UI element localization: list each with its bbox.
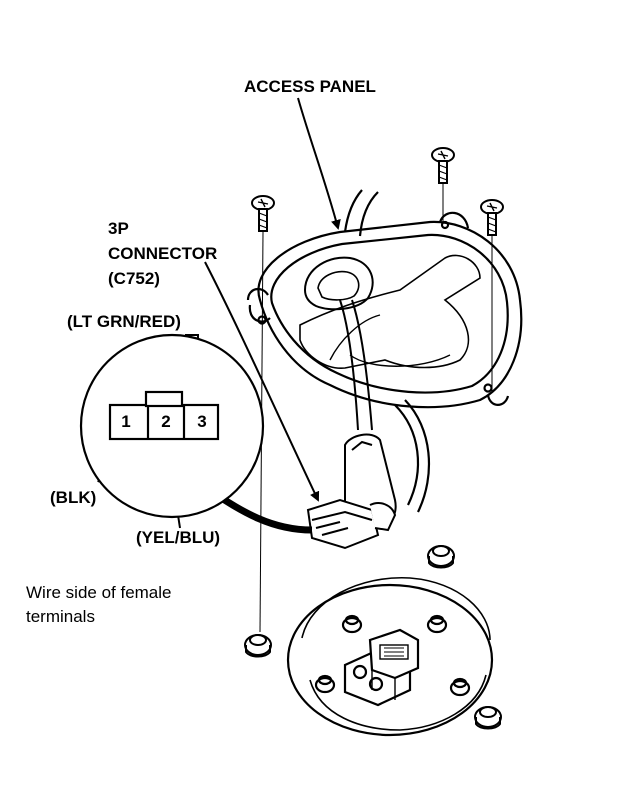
access-panel [246, 211, 523, 409]
connector-face [108, 403, 220, 441]
connector-label-line2: CONNECTOR [108, 244, 218, 263]
nut-lower-top [427, 545, 455, 569]
screw-top-center [431, 147, 455, 184]
yel-blu-wire-label: (YEL/BLU) [136, 528, 221, 547]
screw-top-left [251, 195, 275, 232]
nut-lower-right [474, 706, 502, 730]
access-panel-label: ACCESS PANEL [244, 77, 376, 96]
3p-connector-c752 [306, 433, 397, 550]
connector-latch [144, 390, 184, 408]
pin-1: 1 [121, 412, 131, 431]
lt-grn-red-wire-label: (LT GRN/RED) [67, 312, 181, 331]
connector-label-line1: 3P [108, 219, 129, 238]
nut-lower-left [244, 634, 272, 658]
screw-top-right [480, 199, 504, 236]
pin-3: 3 [197, 412, 207, 431]
blk-wire-label: (BLK) [50, 488, 97, 507]
wire-harness [339, 189, 431, 513]
pin-2: 2 [161, 412, 171, 431]
wire-side-caption-line1: Wire side of female [26, 583, 172, 602]
connector-label-line3: (C752) [108, 269, 160, 288]
fuel-pump-flange [286, 576, 494, 737]
wire-side-caption-line2: terminals [26, 607, 95, 626]
connector-detail-view [79, 333, 265, 519]
